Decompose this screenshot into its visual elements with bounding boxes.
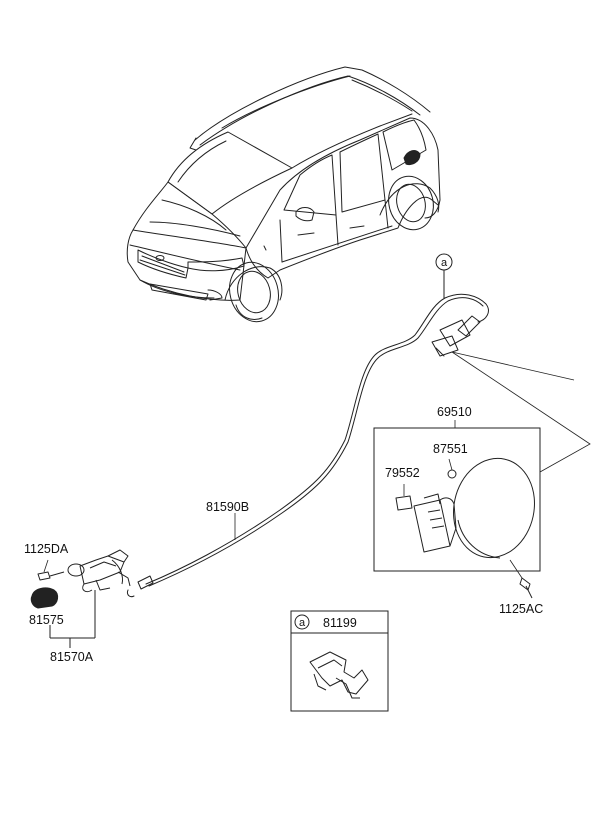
label-81575: 81575 — [29, 613, 64, 627]
cable-holder-illustration — [309, 651, 369, 699]
label-69510: 69510 — [437, 405, 472, 419]
label-1125AC: 1125AC — [499, 602, 544, 616]
opener-label-bracket — [49, 590, 96, 648]
inset-box — [290, 610, 389, 712]
cable-callout-marker — [435, 253, 453, 271]
fuel-door-assy-box — [373, 427, 541, 572]
inset-callout-letter: a — [299, 617, 306, 629]
cable-callout-letter: a — [441, 257, 448, 269]
inset-callout-marker — [294, 614, 310, 630]
vehicle-illustration — [126, 66, 441, 323]
label-1125DA: 1125DA — [24, 542, 69, 556]
opener-cable-illustration — [127, 269, 489, 598]
label-81570A: 81570A — [50, 650, 94, 664]
fuel-door-illustration — [395, 457, 535, 599]
label-87551: 87551 — [433, 442, 468, 456]
label-79552: 79552 — [385, 466, 420, 480]
opener-lever-illustration — [30, 549, 131, 609]
fuel-door-projection-lines — [451, 351, 591, 473]
label-81199: 81199 — [323, 616, 357, 630]
label-81590B: 81590B — [206, 500, 250, 514]
